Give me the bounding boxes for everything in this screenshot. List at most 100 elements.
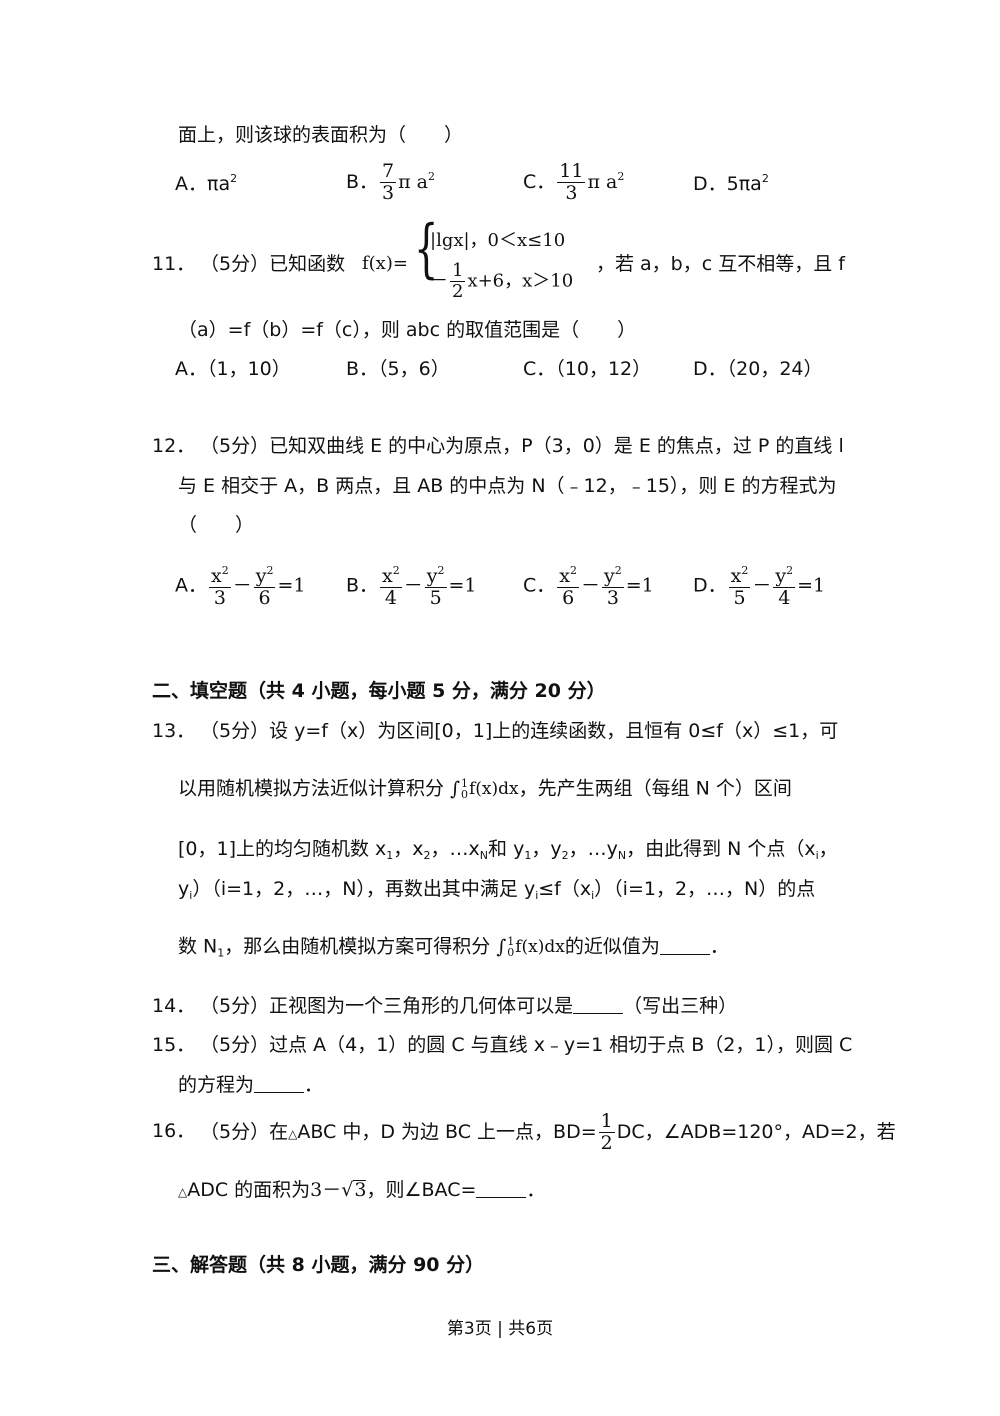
text: 以用随机模拟方法近似计算积分 bbox=[178, 777, 445, 800]
equals-one: =1 bbox=[448, 574, 477, 597]
text: （写出三种） bbox=[623, 995, 738, 1017]
answer-blank bbox=[659, 953, 710, 955]
option-label: A． bbox=[175, 574, 207, 597]
q11-function-name: f(x)= bbox=[362, 253, 408, 274]
exponent: 2 bbox=[761, 172, 769, 185]
numerator: 1 bbox=[598, 1110, 615, 1133]
q10-option-d: D．5πa2 bbox=[693, 173, 769, 194]
denominator: 3 bbox=[213, 587, 226, 609]
integrand: f(x)dx bbox=[468, 778, 519, 799]
text: ，…y bbox=[568, 838, 618, 860]
text: 数 N bbox=[178, 935, 218, 958]
q11-text: （5分）已知函数 bbox=[200, 253, 346, 275]
q13-number: 13． bbox=[152, 720, 196, 742]
text: DC，∠ADB=120°，AD=2，若 bbox=[616, 1121, 896, 1143]
text: ，…x bbox=[430, 838, 480, 860]
option-value: （1，10） bbox=[207, 358, 291, 380]
exponent: 2 bbox=[786, 564, 794, 577]
q14-number: 14． bbox=[152, 995, 196, 1017]
equals-one: =1 bbox=[277, 574, 306, 597]
text: （5分）在 bbox=[200, 1121, 289, 1143]
variable: x bbox=[382, 565, 393, 587]
subscript: i bbox=[815, 849, 819, 862]
minus-sign: － bbox=[752, 574, 772, 597]
radicand: 3 bbox=[353, 1179, 367, 1201]
subscript: N bbox=[479, 849, 489, 862]
option-value: πa bbox=[207, 173, 231, 195]
option-value: （10，12） bbox=[555, 358, 652, 380]
option-label: A． bbox=[175, 358, 207, 380]
q12-number: 12． bbox=[152, 435, 196, 457]
q15-text-2: 的方程为． bbox=[178, 1076, 323, 1095]
subscript: 2 bbox=[561, 849, 569, 862]
numerator: 11 bbox=[557, 160, 586, 183]
q15-number: 15． bbox=[152, 1034, 196, 1056]
text: ADC 的面积为 bbox=[187, 1179, 311, 1201]
text: ，则∠BAC= bbox=[366, 1179, 477, 1201]
option-label: B． bbox=[346, 574, 379, 597]
denominator: 3 bbox=[606, 587, 619, 609]
exponent: 2 bbox=[230, 172, 238, 185]
option-label: C． bbox=[523, 574, 556, 597]
answer-blank bbox=[254, 1091, 305, 1093]
text: ABC 中，D 为边 BC 上一点，BD= bbox=[297, 1121, 597, 1143]
exponent: 2 bbox=[437, 564, 445, 577]
exponent: 2 bbox=[741, 564, 749, 577]
q11-case-1: |lgx|，0＜x≤10 bbox=[430, 230, 566, 251]
option-label: D． bbox=[693, 173, 727, 195]
denominator: 2 bbox=[452, 281, 464, 302]
equals-one: =1 bbox=[797, 574, 826, 597]
option-value: π a bbox=[398, 171, 428, 193]
q16-text-2: △ADC 的面积为3－√3，则∠BAC=． bbox=[178, 1179, 546, 1201]
q12-text-3: （ ） bbox=[178, 514, 255, 536]
integral-sign: ∫ bbox=[496, 935, 507, 958]
text: 和 y bbox=[488, 838, 525, 860]
q14-text: （5分）正视图为一个三角形的几何体可以是 （写出三种） bbox=[200, 997, 737, 1016]
area-value: 3－ bbox=[310, 1179, 342, 1201]
text: 的近似值为 bbox=[564, 935, 660, 958]
left-brace: { bbox=[414, 212, 439, 286]
option-label: B． bbox=[346, 358, 379, 380]
denominator: 3 bbox=[565, 182, 578, 204]
q13-line-3: [0，1]上的均匀随机数 x1，x2，…xN和 y1，y2，…yN，由此得到 N… bbox=[178, 838, 838, 862]
q13-line-4: yi）（i=1，2，…，N），再数出其中满足 yi≤f（xi）（i=1，2，…，… bbox=[178, 878, 815, 902]
exponent: 2 bbox=[221, 564, 229, 577]
denominator: 6 bbox=[562, 587, 575, 609]
option-label: D． bbox=[693, 358, 727, 380]
denominator: 4 bbox=[778, 587, 791, 609]
equals-one: =1 bbox=[625, 574, 654, 597]
q12-text-1: （5分）已知双曲线 E 的中心为原点，P（3，0）是 E 的焦点，过 P 的直线… bbox=[200, 435, 844, 457]
denominator: 6 bbox=[258, 587, 271, 609]
subscript: N bbox=[617, 849, 627, 862]
q10-continuation: 面上，则该球的表面积为（ ） bbox=[178, 124, 464, 146]
text: ）（i=1，2，…，N），再数出其中满足 y bbox=[192, 878, 536, 900]
q10-option-a: A．πa2 bbox=[175, 173, 237, 194]
option-label: D． bbox=[693, 574, 727, 597]
option-value: 5πa bbox=[726, 173, 762, 195]
text: ， bbox=[818, 838, 838, 860]
text: ，由此得到 N 个点（x bbox=[626, 838, 816, 860]
q11-number: 11． bbox=[152, 253, 196, 275]
exponent: 2 bbox=[392, 564, 400, 577]
variable: y bbox=[255, 565, 267, 587]
section-3-heading: 三、解答题（共 8 小题，满分 90 分） bbox=[152, 1254, 485, 1276]
text: （5分）正视图为一个三角形的几何体可以是 bbox=[200, 995, 574, 1017]
triangle-symbol: △ bbox=[288, 1127, 298, 1141]
upper-limit: 1 bbox=[507, 935, 515, 948]
text: ，那么由随机模拟方案可得积分 bbox=[224, 935, 491, 958]
case-expression: x+6，x＞10 bbox=[467, 270, 574, 292]
option-label: A． bbox=[175, 173, 207, 195]
numerator: 1 bbox=[450, 260, 466, 282]
